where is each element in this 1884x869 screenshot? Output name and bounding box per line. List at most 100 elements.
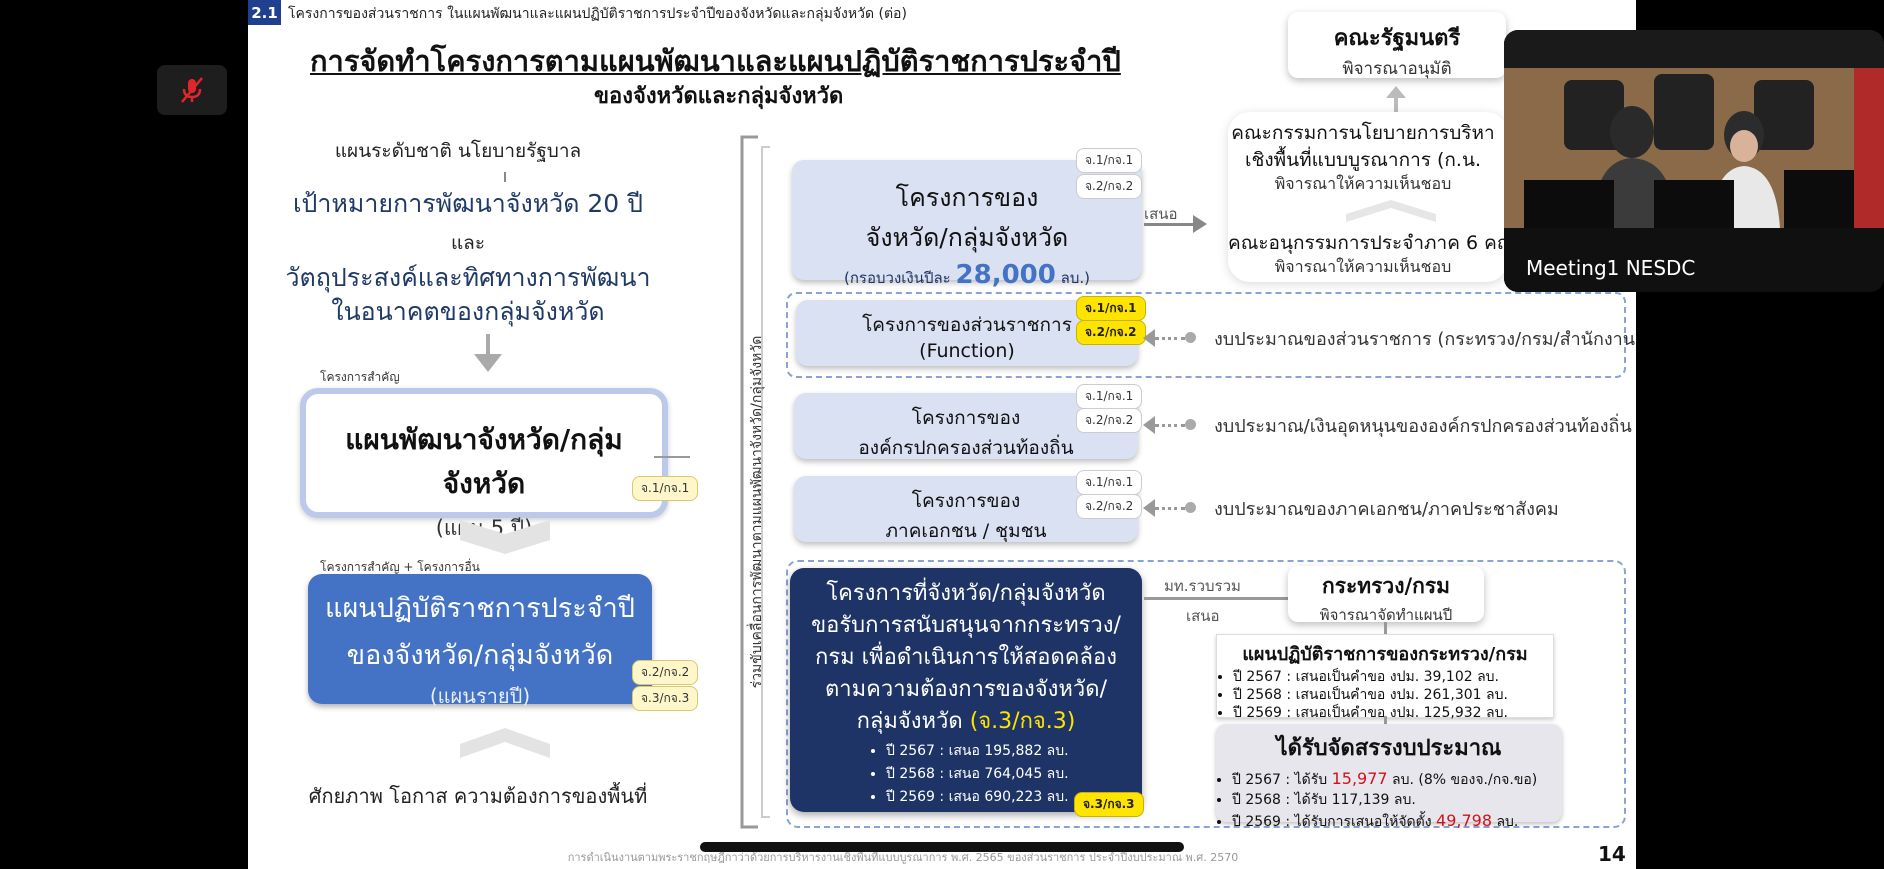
cabinet-box: คณะรัฐมนตรี พิจารณาอนุมัติ [1288, 12, 1506, 79]
provincial-project-card: โครงการของ จังหวัด/กลุ่มจังหวัด (กรอบวงเ… [792, 160, 1142, 290]
and-text: และ [450, 232, 486, 254]
up-arrow-icon [1386, 86, 1406, 98]
section-number: 2.1 [248, 0, 281, 25]
annual-plan-title-1: แผนปฏิบัติราชการประจำปี [325, 593, 635, 624]
support-line-3: กรม เพื่อดำเนินการให้สอดคล้อง [815, 645, 1117, 670]
support-line-1: โครงการที่จังหวัด/กลุ่มจังหวัด [826, 581, 1106, 606]
connector-line [504, 172, 506, 182]
dot-marker [1185, 502, 1196, 513]
private-line-2: ภาคเอกชน / ชุมชน [885, 520, 1047, 542]
card-line-1: โครงการของ [895, 183, 1039, 212]
allocation-title: ได้รับจัดสรรงบประมาณ [1276, 736, 1502, 761]
list-item: ปี 2567 : เสนอเป็นคำขอ งปม. 39,102 ลบ. [1233, 669, 1553, 686]
list-item: ปี 2569 : เสนอเป็นคำขอ งปม. 125,932 ลบ. [1233, 705, 1553, 722]
tag-j2: จ.2/กจ.2 [1076, 174, 1143, 199]
budget-frame: (กรอบวงเงินปีละ 28,000 ลบ.) [792, 260, 1142, 290]
plan-tag: จ.1/กจ.1 [632, 476, 699, 501]
ministry-plan-box: แผนปฏิบัติราชการของกระทรวง/กรม ปี 2567 :… [1216, 634, 1554, 721]
home-indicator[interactable] [700, 842, 1184, 852]
propose-label-2: เสนอ [1186, 607, 1220, 625]
private-line-1: โครงการของ [911, 490, 1021, 512]
dot-marker [1185, 419, 1196, 430]
committee-panel [1228, 112, 1508, 282]
left-arrow-icon [1143, 329, 1155, 347]
tag-j1: จ.1/กจ.1 [1076, 384, 1143, 409]
cabinet-title: คณะรัฐมนตรี [1333, 26, 1461, 51]
list-item: ปี 2568 : เสนอ 764,045 ลบ. [886, 763, 1142, 785]
national-plan-text: แผนระดับชาติ นโยบายรัฐบาล [334, 140, 582, 162]
annual-plan-title-2: ของจังหวัด/กลุ่มจังหวัด [346, 640, 614, 671]
chevron-up-icon [460, 728, 550, 758]
propose-arrow-line [1144, 223, 1196, 226]
connector-line [654, 456, 690, 458]
frame-label: (กรอบวงเงินปีละ [844, 269, 951, 287]
potential-text: ศักยภาพ โอกาส ความต้องการของพื้นที่ [308, 784, 648, 808]
allocation-box: ได้รับจัดสรรงบประมาณ ปี 2567 : ได้รับ 15… [1216, 724, 1562, 830]
support-line-4: ตามความต้องการของจังหวัด/ [825, 677, 1107, 702]
frame-unit: ลบ.) [1060, 269, 1090, 287]
list-item: ปี 2569 : เสนอ 690,223 ลบ. [886, 786, 1142, 808]
private-budget: งบประมาณของภาคเอกชน/ภาคประชาสังคม [1214, 499, 1559, 520]
allocation-list: ปี 2567 : ได้รับ 15,977 ลบ. (8% ของจ./กจ… [1216, 769, 1562, 832]
objective-text: วัตถุประสงค์และทิศทางการพัฒนา [285, 263, 651, 292]
slide-title: การจัดทำโครงการตามแผนพัฒนาและแผนปฏิบัติร… [310, 44, 1121, 78]
tag-j1-highlight: จ.1/กจ.1 [1076, 296, 1146, 321]
vertical-label: ร่วมขับเคลื่อนการพัฒนาตามแผนพัฒนาจังหวัด… [749, 335, 765, 689]
right-arrow-icon [1193, 215, 1207, 233]
function-line-1: โครงการของส่วนราชการ [862, 314, 1072, 336]
ministry-plan-title: แผนปฏิบัติราชการของกระทรวง/กรม [1242, 644, 1528, 665]
left-arrow-icon [1143, 499, 1155, 517]
local-line-1: โครงการของ [911, 407, 1021, 429]
video-tile[interactable]: Meeting1 NESDC [1504, 30, 1884, 292]
bracket-shape [740, 135, 770, 829]
arrow-line [1144, 597, 1314, 600]
support-dashed-box [786, 560, 1626, 828]
mute-indicator[interactable] [157, 65, 227, 115]
ministry-plan-list: ปี 2567 : เสนอเป็นคำขอ งปม. 39,102 ลบ. ป… [1217, 669, 1553, 722]
list-item: ปี 2568 : ได้รับ 117,139 ลบ. [1232, 791, 1562, 810]
list-item: ปี 2567 : เสนอ 195,882 ลบ. [886, 740, 1142, 762]
card-line-2: จังหวัด/กลุ่มจังหวัด [865, 223, 1069, 252]
list-item: ปี 2568 : เสนอเป็นคำขอ งปม. 261,301 ลบ. [1233, 687, 1553, 704]
tag-j2-highlight: จ.2/กจ.2 [1076, 320, 1146, 345]
function-line-2: (Function) [919, 340, 1015, 362]
committee-line-2: เชิงพื้นที่แบบบูรณาการ (ก.น. [1244, 149, 1482, 171]
down-arrow-shaft [486, 334, 490, 356]
tag-j2: จ.2/กจ.2 [1076, 494, 1143, 519]
support-tag: จ.3/กจ.3 [1074, 792, 1144, 817]
committee-sub: พิจารณาให้ความเห็นชอบ [1274, 174, 1452, 193]
red-value: 15,977 [1331, 769, 1388, 788]
annual-tag-2: จ.3/กจ.3 [632, 686, 699, 711]
support-line-5-tag: (จ.3/กจ.3) [969, 709, 1076, 734]
ministry-title: กระทรวง/กรม [1322, 574, 1450, 598]
participant-name: Meeting1 NESDC [1526, 256, 1696, 280]
tag-j2: จ.2/กจ.2 [1076, 408, 1143, 433]
microphone-muted-icon [181, 77, 203, 103]
chevron-up-icon [1346, 200, 1436, 222]
dotted-line [1155, 507, 1185, 510]
dotted-line [1155, 424, 1185, 427]
subcommittee-line: คณะอนุกรรมการประจำภาค 6 คณ [1228, 232, 1515, 254]
annual-plan-box: แผนปฏิบัติราชการประจำปี ของจังหวัด/กลุ่ม… [308, 574, 652, 708]
dot-marker [1185, 332, 1196, 343]
ministry-box: กระทรวง/กรม พิจารณาจัดทำแผนปี [1288, 566, 1484, 624]
participant-video [1504, 30, 1884, 292]
development-plan-title: แผนพัฒนาจังหวัด/กลุ่มจังหวัด [345, 423, 623, 500]
presentation-slide: 2.1 โครงการของส่วนราชการ ในแผนพัฒนาและแผ… [248, 0, 1636, 869]
connector-line [1384, 622, 1387, 634]
goal-20-year: เป้าหมายการพัฒนาจังหวัด 20 ปี [292, 189, 644, 218]
development-plan-box: แผนพัฒนาจังหวัด/กลุ่มจังหวัด (แผน 5 ปี) [300, 388, 668, 540]
dotted-line [1155, 337, 1185, 340]
annual-tag-1: จ.2/กจ.2 [632, 660, 699, 685]
local-budget: งบประมาณ/เงินอุดหนุนขององค์กรปกครองส่วนท… [1214, 416, 1632, 437]
tag-j1: จ.1/กจ.1 [1076, 470, 1143, 495]
left-arrow-icon [1143, 416, 1155, 434]
frame-amount: 28,000 [955, 260, 1056, 290]
key-projects-label: โครงการสำคัญ [320, 370, 400, 384]
up-arrow-shaft [1394, 97, 1398, 115]
list-item: ปี 2567 : ได้รับ 15,977 ลบ. (8% ของจ./กจ… [1232, 769, 1562, 790]
future-text: ในอนาคตของกลุ่มจังหวัด [331, 297, 605, 326]
list-item: ปี 2569 : ได้รับการเสนอให้จัดตั้ง 49,798… [1232, 811, 1562, 832]
committee-line-1: คณะกรรมการนโยบายการบริหา [1231, 122, 1495, 144]
page-number: 14 [1598, 842, 1626, 866]
